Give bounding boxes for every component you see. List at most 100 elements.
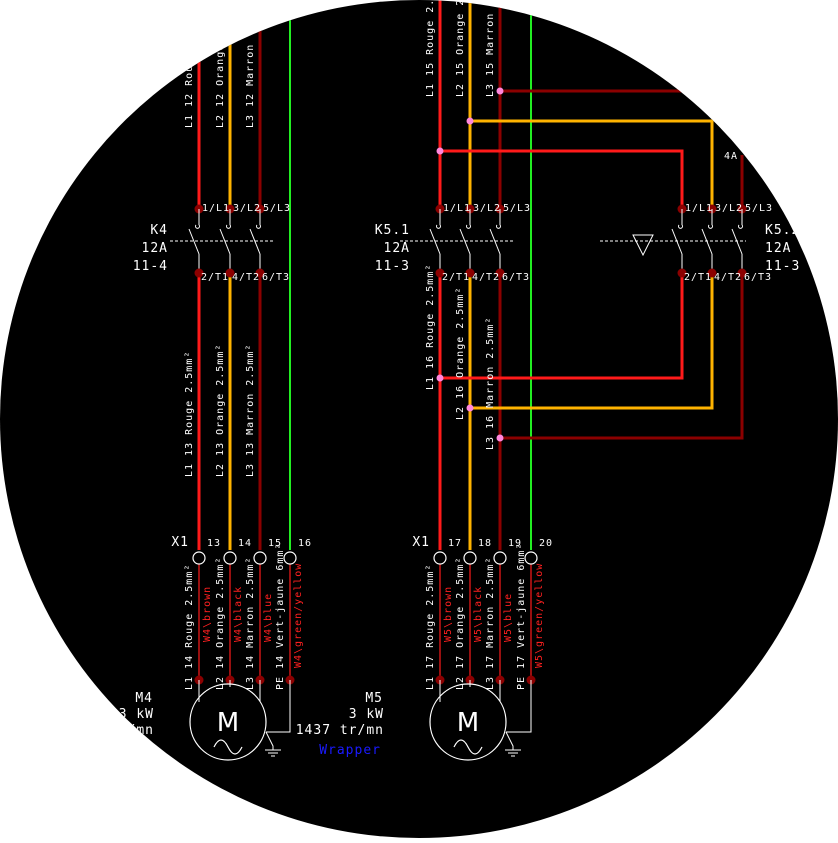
contact-hook bbox=[738, 224, 743, 229]
terminal-label-top: 1/L1 bbox=[202, 203, 230, 214]
terminal-label-bottom: 2/T1 bbox=[201, 272, 229, 283]
contactor-rating: 12A bbox=[765, 241, 791, 256]
terminal-number: 14 bbox=[238, 538, 252, 549]
motor-wire-label: L1 14 Rouge 2.5mm² bbox=[184, 564, 195, 690]
reverse-feed-l1 bbox=[440, 149, 684, 209]
cable-label: W5\green/yellow bbox=[534, 563, 545, 668]
junction-dot bbox=[496, 87, 504, 95]
cable-label: W5\brown bbox=[443, 586, 454, 642]
contactor-ref: 11-4 bbox=[133, 259, 168, 274]
wire-label-top: L2 15 Orange 2.5mm² bbox=[455, 0, 466, 97]
contactor-bottom-node bbox=[677, 268, 687, 278]
motor-tag: Wrapper bbox=[319, 743, 381, 758]
terminal-label-bottom: 6/T3 bbox=[262, 272, 290, 283]
reverse-feed-l2 bbox=[470, 119, 714, 209]
contactor-rating: 12A bbox=[142, 241, 168, 256]
wire-label-top: L1 12 Rouge bbox=[184, 51, 195, 128]
contact-hook bbox=[226, 224, 231, 229]
terminal-number: 20 bbox=[539, 538, 553, 549]
contactor-bottom-node bbox=[495, 268, 505, 278]
motor-circle bbox=[429, 683, 507, 761]
labels-layer: K4 12A 11-4 1/L1 2/T1 3/L2 4/T2 5/L3 6/T3 L1 12 R… bbox=[66, 0, 800, 758]
terminal-label-top: 5/L3 bbox=[263, 203, 291, 214]
interlock-triangle-icon bbox=[632, 234, 654, 257]
wire-label-top: L2 12 Orange bbox=[215, 44, 226, 128]
terminal-label-bottom: 2/T1 bbox=[442, 272, 470, 283]
motor-name: M5 bbox=[365, 691, 383, 706]
cable-label: W4\blue bbox=[263, 593, 274, 642]
wire-label-mid: L2 16 Orange 2.5mm² bbox=[455, 287, 466, 420]
motor-name: M4 bbox=[135, 691, 153, 706]
terminal-label-bottom: 4/T2 bbox=[232, 272, 260, 283]
symbols-layer bbox=[170, 87, 747, 761]
contact-hook bbox=[256, 224, 261, 229]
contactor-rating: 12A bbox=[384, 241, 410, 256]
earth-lead bbox=[265, 731, 274, 750]
junction-dot bbox=[496, 434, 504, 442]
contact-hook bbox=[708, 224, 713, 229]
motor-wire-label: L3 14 Marron 2.5mm² bbox=[245, 557, 256, 690]
earth-lead bbox=[505, 731, 514, 750]
motor-power: 3 kW bbox=[349, 707, 384, 722]
motor-wire-label: L2 17 Orange 2.5mm² bbox=[455, 557, 466, 690]
wire-label-mid: L2 13 Orange 2.5mm² bbox=[215, 344, 226, 477]
terminal-label-top: 3/L2 bbox=[715, 203, 743, 214]
terminal-label-top: 5/L3 bbox=[745, 203, 773, 214]
reverse-return-l1 bbox=[440, 273, 684, 380]
terminal-block-clamp bbox=[433, 551, 447, 565]
cable-label: W4\black bbox=[233, 586, 244, 642]
motor-symbol-letter: M bbox=[457, 708, 479, 738]
terminal-block-clamp bbox=[283, 551, 297, 565]
contactor-ref: 11-3 bbox=[375, 259, 410, 274]
terminal-block-clamp bbox=[192, 551, 206, 565]
terminal-label-bottom: 6/T3 bbox=[502, 272, 530, 283]
motor-wire-label: PE 17 Vert-jaune 6mm² bbox=[516, 543, 527, 690]
junction-dot bbox=[436, 374, 444, 382]
terminal-label-top: 1/L1 bbox=[443, 203, 471, 214]
terminal-number: 19 bbox=[508, 538, 522, 549]
terminal-number: 16 bbox=[298, 538, 312, 549]
terminal-label-bottom: 6/T3 bbox=[744, 272, 772, 283]
terminal-number: 13 bbox=[207, 538, 221, 549]
motor-symbol-letter: M bbox=[217, 708, 239, 738]
contactor-ref: 11-3 bbox=[765, 259, 800, 274]
wire-label-mid: L1 16 Rouge 2.5mm² bbox=[425, 264, 436, 390]
terminal-label-bottom: 4/T2 bbox=[472, 272, 500, 283]
terminal-label-top: 5/L3 bbox=[503, 203, 531, 214]
contactor-bottom-node bbox=[435, 268, 445, 278]
motor-speed: 1437 tr/mn bbox=[296, 723, 384, 738]
wire-label-mid: L3 16 Marron 2.5mm² bbox=[485, 317, 496, 450]
motor-wire-label: L1 17 Rouge 2.5mm² bbox=[425, 564, 436, 690]
cable-label: W4\brown bbox=[202, 586, 213, 642]
contactor-bottom-node bbox=[465, 268, 475, 278]
terminal-block-clamp bbox=[253, 551, 267, 565]
reverse-return-l3 bbox=[500, 273, 744, 440]
cable-label: W4\green/yellow bbox=[293, 563, 304, 668]
wires-layer bbox=[197, 0, 744, 680]
terminal-block-clamp bbox=[524, 551, 538, 565]
cable-label: W5\black bbox=[473, 586, 484, 642]
contactor-bottom-node bbox=[707, 268, 717, 278]
contact-hook bbox=[466, 224, 471, 229]
wire-label-mid: L3 13 Marron 2.5mm² bbox=[245, 344, 256, 477]
junction-dot bbox=[466, 404, 474, 412]
junction-dot bbox=[466, 117, 474, 125]
terminal-block-name: X1 bbox=[171, 535, 189, 550]
terminal-label-top: 3/L2 bbox=[473, 203, 501, 214]
contact-blade bbox=[188, 228, 200, 255]
contactor-bottom-node bbox=[194, 268, 204, 278]
pe-lead bbox=[266, 680, 291, 733]
terminal-label-top: 1/L1 bbox=[685, 203, 713, 214]
contactor-bottom-node bbox=[225, 268, 235, 278]
contactor-name: K4 bbox=[150, 223, 168, 238]
terminal-label-bottom: 2/T1 bbox=[684, 272, 712, 283]
motor-circle bbox=[189, 683, 267, 761]
terminal-block-clamp bbox=[223, 551, 237, 565]
contact-hook bbox=[195, 224, 200, 229]
ac-sine-icon bbox=[453, 739, 483, 755]
wire-label-top: L3 15 Marron 2.5mm² bbox=[485, 0, 496, 97]
motor-wire-label: PE 14 Vert-jaune 6mm² bbox=[275, 543, 286, 690]
